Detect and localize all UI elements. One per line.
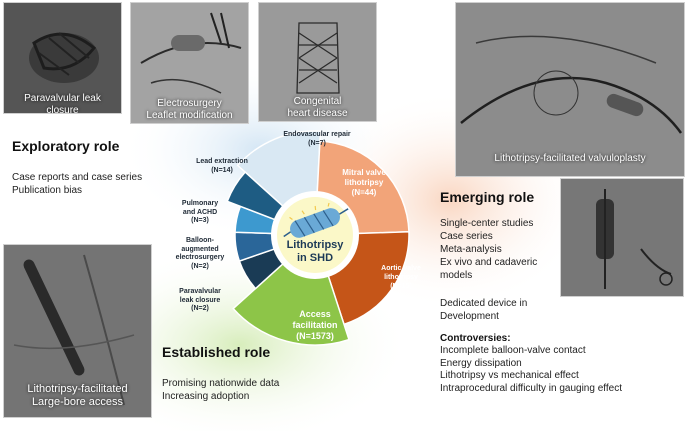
exploratory-role-title: Exploratory role (12, 138, 120, 154)
xray-graphic (4, 245, 151, 417)
list-item: models (440, 270, 473, 281)
established-role-title: Established role (162, 344, 271, 360)
center-label-line2: in SHD (297, 252, 333, 264)
donut-chart: Lithotripsy in SHD (226, 130, 410, 346)
list-item: Lithotripsy vs mechanical effect (440, 370, 579, 381)
xray-graphic (4, 3, 121, 113)
list-item: Publication bias (12, 185, 83, 196)
caption-electrosurgery: Electrosurgery Leaflet modification (146, 98, 233, 121)
list-item: Increasing adoption (162, 391, 250, 402)
list-item: Meta-analysis (440, 244, 502, 255)
caption-access: Lithotripsy-facilitated Large-bore acces… (27, 383, 128, 408)
xray-graphic (456, 3, 684, 176)
list-item: Single-center studies (440, 218, 534, 229)
photo-device (560, 178, 684, 297)
photo-access: Lithotripsy-facilitated Large-bore acces… (3, 244, 152, 418)
established-role-list: Promising nationwide data Increasing ado… (162, 377, 279, 403)
label-pulmonary-achd: Pulmonary and ACHD (N=3) (181, 200, 219, 224)
controversies-title: Controversies: (440, 333, 511, 344)
list-item: Dedicated device in (440, 298, 528, 309)
xray-graphic (131, 3, 248, 123)
list-item: Case reports and case series (12, 172, 143, 183)
label-access-facilitation: Access facilitation (N=1573) (292, 309, 338, 341)
emerging-role-title: Emerging role (440, 189, 535, 205)
photo-paravalvular: Paravalvular leak closure (3, 2, 122, 114)
list-item: Case series (440, 231, 493, 242)
xray-graphic (561, 179, 683, 296)
caption-congenital: Congenital heart disease (287, 96, 348, 119)
list-item: Intraprocedural difficulty in gauging ef… (440, 382, 622, 394)
label-paravalvular-leak-closure: Paravalvular leak closure (N=2) (179, 288, 221, 312)
label-lead-extraction: Lead extraction (N=14) (196, 158, 248, 174)
caption-valvuloplasty: Lithotripsy-facilitated valvuloplasty (494, 153, 646, 164)
list-item: Energy dissipation (440, 357, 522, 369)
xray-graphic (259, 3, 376, 121)
center-label-line1: Lithotripsy (287, 239, 345, 251)
list-item: Incomplete balloon-valve contact (440, 345, 586, 356)
controversies-list: Incomplete balloon-valve contact Energy … (440, 345, 622, 395)
balloon-icon (283, 202, 349, 238)
emerging-role-list-2: Dedicated device in Development (440, 297, 527, 323)
photo-electrosurgery: Electrosurgery Leaflet modification (130, 2, 249, 124)
label-aortic-valve-lithotripsy: Aortic valve lithotripsy (N=15) (381, 265, 421, 290)
emerging-role-list: Single-center studies Case series Meta-a… (440, 217, 537, 282)
list-item: Ex vivo and cadaveric (440, 257, 538, 268)
photo-valvuloplasty: Lithotripsy-facilitated valvuloplasty (455, 2, 685, 177)
label-balloon-augmented-electrosurgery: Balloon- augmented electrosurgery (N=2) (175, 237, 225, 270)
label-mitral-valve-lithotripsy: Mitral valve lithotripsy (N=44) (342, 168, 386, 197)
photo-congenital: Congenital heart disease (258, 2, 377, 122)
exploratory-role-list: Case reports and case series Publication… (12, 171, 142, 197)
label-endovascular-repair: Endovascular repair (N=7) (283, 131, 351, 147)
caption-paravalvular: Paravalvular leak closure (24, 93, 101, 114)
list-item: Promising nationwide data (162, 378, 280, 389)
list-item: Development (440, 311, 499, 322)
